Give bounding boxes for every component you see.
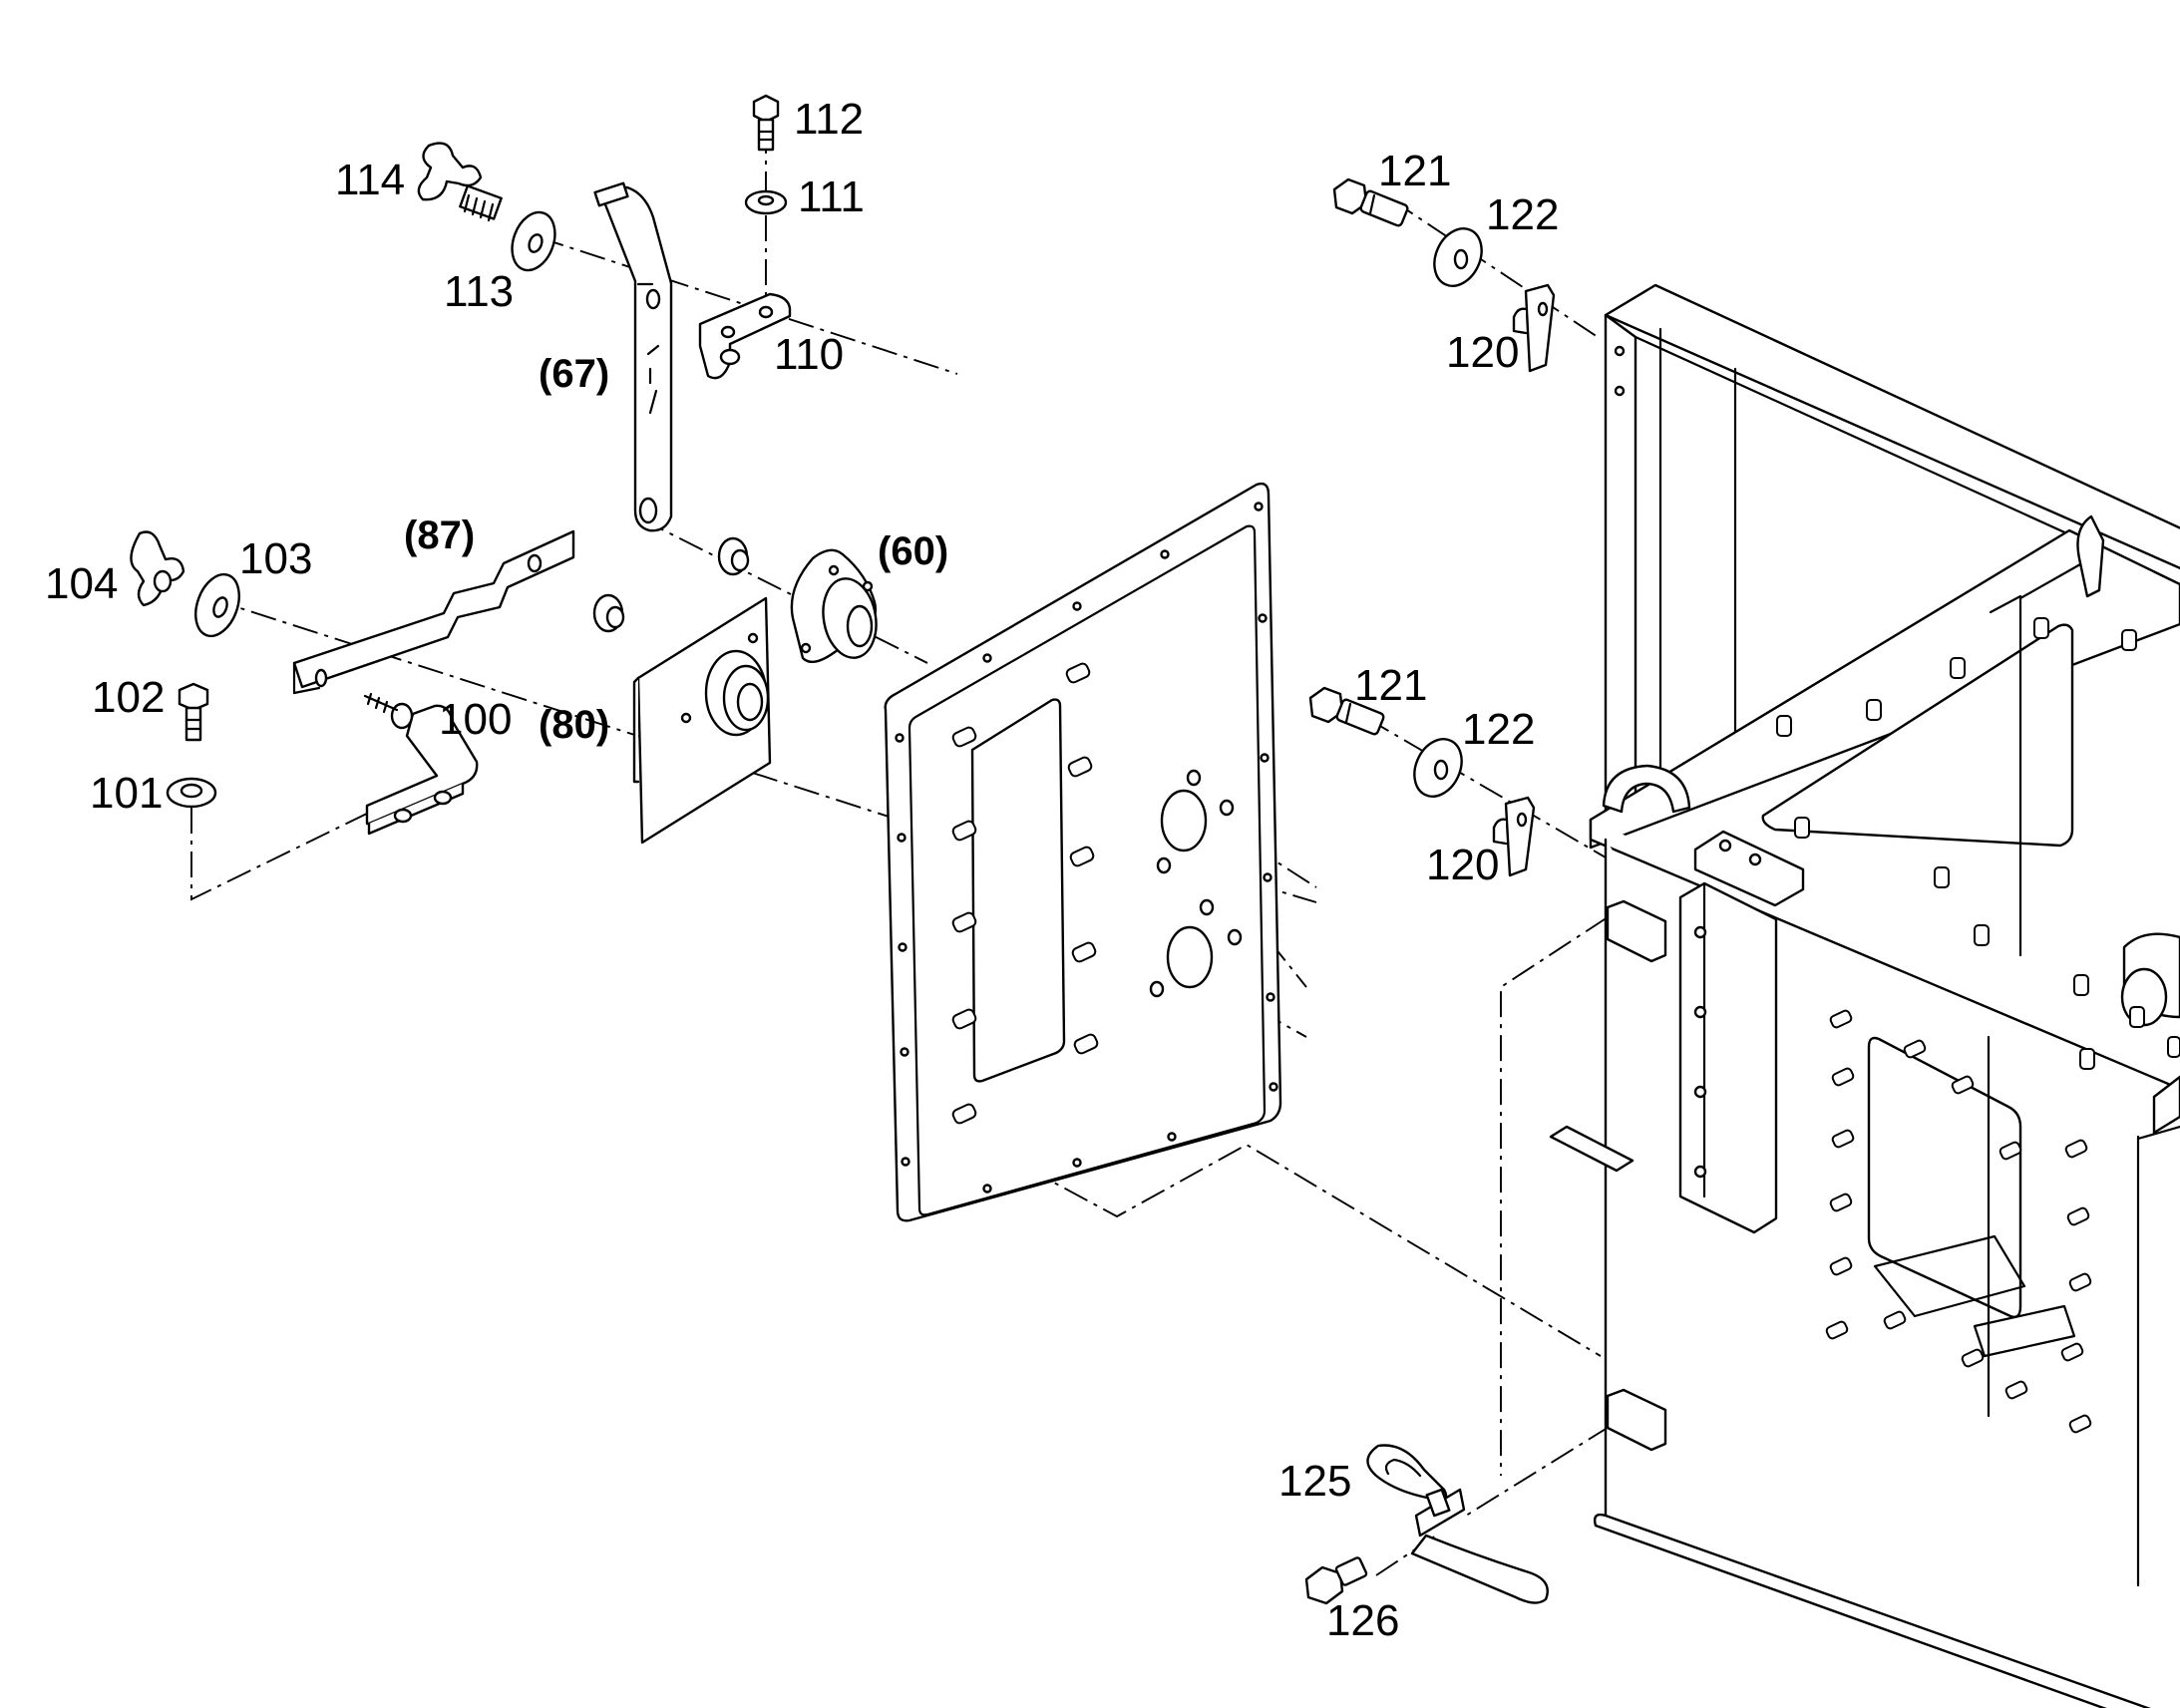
callout-labels: 112 111 114 113 110 (67) (87) 104 103 10… xyxy=(45,95,1559,1645)
wing-bolt-114 xyxy=(417,142,503,222)
bolt-112 xyxy=(752,94,780,152)
cover-plate xyxy=(884,482,1282,1222)
bolt-121-lower xyxy=(1308,686,1385,736)
label-87: (87) xyxy=(404,513,475,557)
centerlines xyxy=(190,128,1612,1576)
label-100: 100 xyxy=(439,695,512,744)
lever-arm-67 xyxy=(593,181,673,532)
washer-113 xyxy=(511,210,556,272)
latch-125 xyxy=(1366,1444,1549,1604)
washer-122-upper xyxy=(1433,227,1483,287)
bushing-lower xyxy=(592,593,625,633)
bracket-110 xyxy=(698,292,792,380)
label-101: 101 xyxy=(90,769,163,818)
label-113: 113 xyxy=(444,267,514,316)
washer-101 xyxy=(166,777,217,809)
label-121-lower: 121 xyxy=(1354,661,1427,710)
label-102: 102 xyxy=(92,673,165,722)
label-120-upper: 120 xyxy=(1446,328,1519,377)
label-122-upper: 122 xyxy=(1486,190,1559,239)
housing-studs xyxy=(1776,617,2180,1434)
label-104: 104 xyxy=(45,559,118,608)
washer-103 xyxy=(194,572,240,638)
label-114: 114 xyxy=(335,156,405,204)
clip-120-upper xyxy=(1512,283,1556,373)
bolt-121-upper xyxy=(1332,177,1409,227)
label-112: 112 xyxy=(794,95,864,144)
bolt-126 xyxy=(1304,1556,1368,1605)
label-103: 103 xyxy=(239,534,312,583)
label-120-lower: 120 xyxy=(1426,841,1499,889)
label-67: (67) xyxy=(539,352,609,396)
label-60: (60) xyxy=(878,529,948,573)
switch-plate-80 xyxy=(632,596,772,845)
bracket-87 xyxy=(292,529,575,695)
label-111: 111 xyxy=(798,172,865,221)
bracket-100 xyxy=(363,692,479,836)
flange-bearing-60 xyxy=(790,548,878,664)
clip-120-lower xyxy=(1492,796,1536,877)
wing-nut-104 xyxy=(130,530,185,607)
label-125: 125 xyxy=(1278,1457,1351,1506)
label-121-upper: 121 xyxy=(1378,147,1451,195)
bushing-upper xyxy=(717,536,750,576)
label-110: 110 xyxy=(774,330,844,379)
housing-frame xyxy=(1549,283,2180,1708)
label-80: (80) xyxy=(539,703,609,747)
washer-122-lower xyxy=(1413,738,1463,798)
bolt-102 xyxy=(178,682,209,742)
label-122-lower: 122 xyxy=(1462,705,1535,754)
washer-111 xyxy=(744,189,788,215)
label-126: 126 xyxy=(1326,1596,1399,1645)
